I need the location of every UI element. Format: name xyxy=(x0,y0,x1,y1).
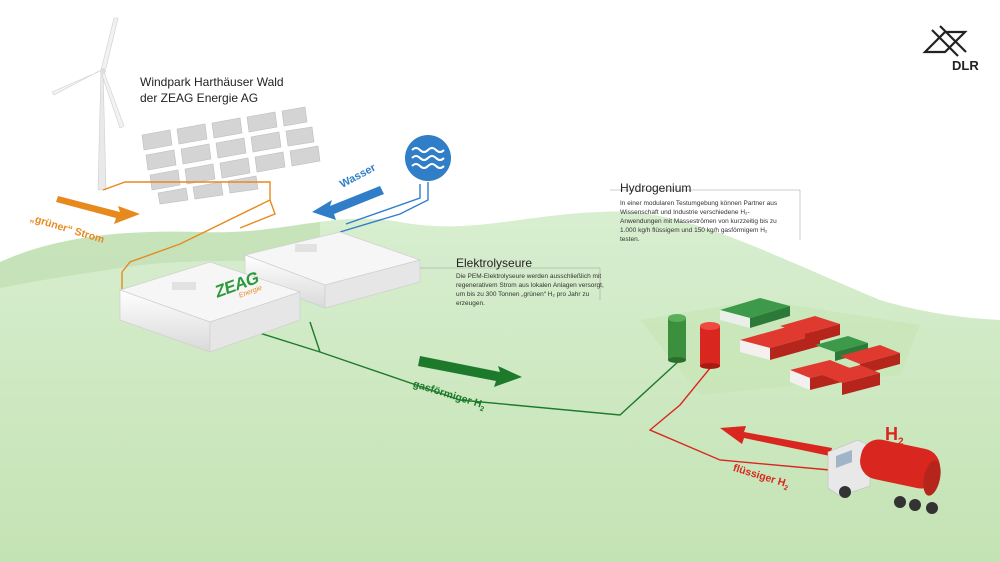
electrolyser-building-rear xyxy=(243,231,422,309)
electrolyser-building-front xyxy=(118,261,302,353)
storage-tank-red xyxy=(700,322,720,369)
hill-shadow xyxy=(0,222,320,288)
water-icon xyxy=(405,135,451,181)
hydrogenium-body: In einer modularen Testumgebung können P… xyxy=(620,200,778,243)
truck-h2-sub: 2 xyxy=(898,436,904,448)
water-line xyxy=(339,182,429,233)
elektrolyseure-title: Elektrolyseure xyxy=(456,256,533,270)
wind-turbine-icon xyxy=(51,17,125,191)
test-modules xyxy=(720,298,900,395)
tanker-truck-icon xyxy=(827,439,941,514)
dlr-logo-icon xyxy=(922,25,968,57)
liquid-arrow xyxy=(720,426,832,456)
truck-h2-label: H2 xyxy=(885,424,904,448)
windpark-title: Windpark Harthäuser Wald der ZEAG Energi… xyxy=(140,74,290,106)
hydrogenium-title: Hydrogenium xyxy=(620,181,692,195)
solar-panel-field xyxy=(141,106,321,205)
wasser-arrow xyxy=(312,186,384,220)
windpark-title-line2: der ZEAG Energie AG xyxy=(140,91,259,105)
windpark-title-line1: Windpark Harthäuser Wald xyxy=(140,75,284,89)
elektrolyseure-body: Die PEM-Elektrolyseure werden ausschließ… xyxy=(456,273,604,307)
strom-arrow xyxy=(56,196,140,224)
dlr-logo-text: DLR xyxy=(952,58,979,73)
gas-pipeline xyxy=(249,321,681,416)
gas-arrow xyxy=(418,356,522,387)
liquid-pipeline xyxy=(648,361,831,471)
storage-tank-green xyxy=(668,314,686,363)
truck-h2-text: H xyxy=(885,424,898,444)
